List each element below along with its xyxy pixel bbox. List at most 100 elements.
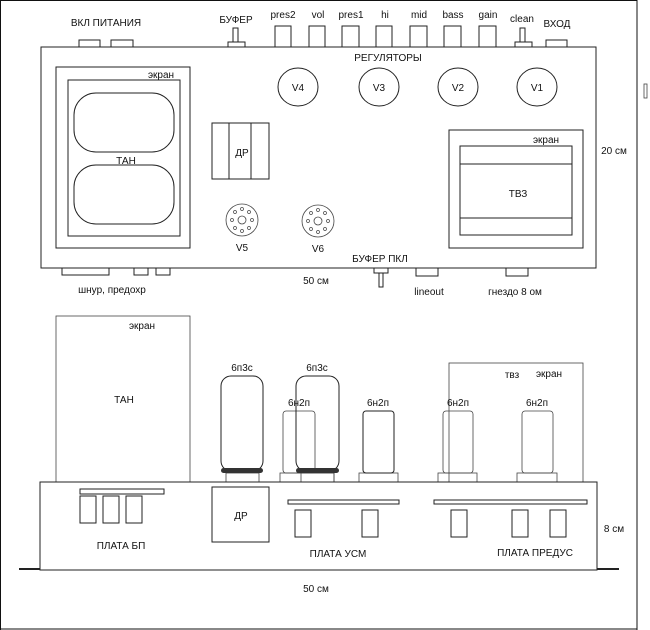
output-transformer-screen (448, 129, 584, 249)
tube-6n2p (282, 410, 316, 474)
cord-label: шнур, предохр (78, 285, 146, 296)
power-amp-board (287, 499, 400, 505)
tube-label: V2 (452, 83, 465, 94)
tube-v3 (358, 67, 400, 107)
pot-pres1 (341, 25, 360, 48)
tube-label: 6н2п (288, 398, 310, 409)
lineout-label: lineout (414, 287, 444, 298)
pot-label: gain (479, 10, 498, 21)
speaker-jack (505, 267, 529, 277)
capacitor (361, 509, 379, 538)
power-transformer (67, 79, 181, 237)
transformer-coil-2 (73, 164, 175, 225)
power-transformer-label: ТАН (114, 395, 134, 406)
lineout-jack (415, 267, 439, 277)
tube-v2 (437, 67, 479, 107)
socket-v5 (225, 203, 259, 237)
clean-label: clean (510, 14, 534, 25)
output-transformer-screen-label: экран (533, 135, 559, 146)
tube-label: 6н2п (526, 398, 548, 409)
tube-6p3s (220, 375, 264, 472)
socket-label: V6 (312, 244, 325, 255)
capacitor (294, 509, 312, 538)
tube-v1 (516, 67, 558, 107)
psu-board (79, 488, 165, 495)
choke-side (211, 486, 270, 543)
tube-label: 6п3с (231, 363, 253, 374)
socket-label: V5 (236, 243, 249, 254)
output-transformer (459, 145, 573, 236)
power-switch-label: ВКЛ ПИТАНИЯ (71, 18, 141, 29)
power-transformer-label: ТАН (116, 156, 136, 167)
power-switch-2 (110, 39, 134, 48)
choke-label: ДР (234, 511, 248, 522)
pot-label: pres2 (270, 10, 295, 21)
input-jack (545, 39, 568, 48)
edge-fragment (643, 83, 648, 99)
clean-toggle-stem (519, 27, 526, 43)
tube-base-band (296, 468, 339, 473)
pot-label: bass (442, 10, 463, 21)
pot-label: pres1 (338, 10, 363, 21)
power-switch-1 (78, 39, 101, 48)
buffer-toggle-base (227, 41, 246, 48)
top-view: ВКЛ ПИТАНИЯ БУФЕР pres2 vol pres1 hi mid… (40, 10, 648, 298)
pot-hi (375, 25, 393, 48)
tube-6p3s (295, 375, 340, 472)
preamp-board (433, 499, 588, 505)
depth-dimension: 20 см (601, 146, 627, 157)
tube-label: V3 (373, 83, 386, 94)
choke (211, 122, 270, 180)
tube-label: 6п3с (306, 363, 328, 374)
tube-label: 6н2п (367, 398, 389, 409)
fuse-holder (155, 267, 171, 276)
height-dimension: 8 см (604, 524, 624, 535)
tube-base-band (221, 468, 263, 473)
power-transformer-screen (55, 66, 191, 249)
pot-label: vol (312, 10, 325, 21)
fuse-holder (133, 267, 149, 276)
tube-6n2p (521, 410, 554, 474)
pot-gain (478, 25, 497, 48)
buffer-switch-stem (378, 272, 384, 288)
pot-label: hi (381, 10, 389, 21)
power-transformer-screen-label: экран (129, 321, 155, 332)
chassis-side (39, 481, 598, 571)
controls-label: РЕГУЛЯТОРЫ (354, 53, 422, 64)
tube-6n2p (362, 410, 395, 474)
tube-socket (225, 472, 260, 483)
pots: pres2 vol pres1 hi mid bass gain (270, 10, 498, 48)
tube-socket (437, 472, 478, 483)
pot-bass (443, 25, 462, 48)
output-transformer-label: ТВЗ (509, 189, 528, 200)
pot-label: mid (411, 10, 427, 21)
choke-label: ДР (235, 148, 249, 159)
width-dimension: 50 см (303, 584, 329, 595)
pot-vol (308, 25, 326, 48)
tube-6n2p (442, 410, 474, 474)
buffer-switch-label: БУФЕР ПКЛ (352, 254, 408, 265)
tube-label: V1 (531, 83, 544, 94)
clean-toggle-base (514, 41, 533, 48)
psu-board-label: ПЛАТА БП (97, 541, 146, 552)
output-transformer-screen-label: экран (536, 369, 562, 380)
tube-v4 (277, 67, 319, 107)
buffer-label: БУФЕР (219, 15, 253, 26)
buffer-switch-base (373, 267, 389, 274)
speaker-jack-label: гнездо 8 ом (488, 287, 542, 298)
socket-v6 (301, 204, 335, 238)
tube-socket (358, 472, 399, 483)
preamp-board-label: ПЛАТА ПРЕДУС (497, 548, 573, 559)
capacitor (125, 495, 143, 524)
pot-mid (409, 25, 428, 48)
capacitor (102, 495, 120, 524)
side-view: экран ТАН твз экран 6н2п 6н2п 6н2п 6н2п … (19, 315, 624, 595)
tube-socket (279, 472, 335, 483)
buffer-toggle-stem (232, 27, 239, 43)
output-transformer-label: твз (505, 370, 520, 381)
tube-socket (516, 472, 558, 483)
power-transformer-screen-label: экран (148, 70, 174, 81)
tube-socket (300, 472, 335, 483)
tube-label: 6н2п (447, 398, 469, 409)
